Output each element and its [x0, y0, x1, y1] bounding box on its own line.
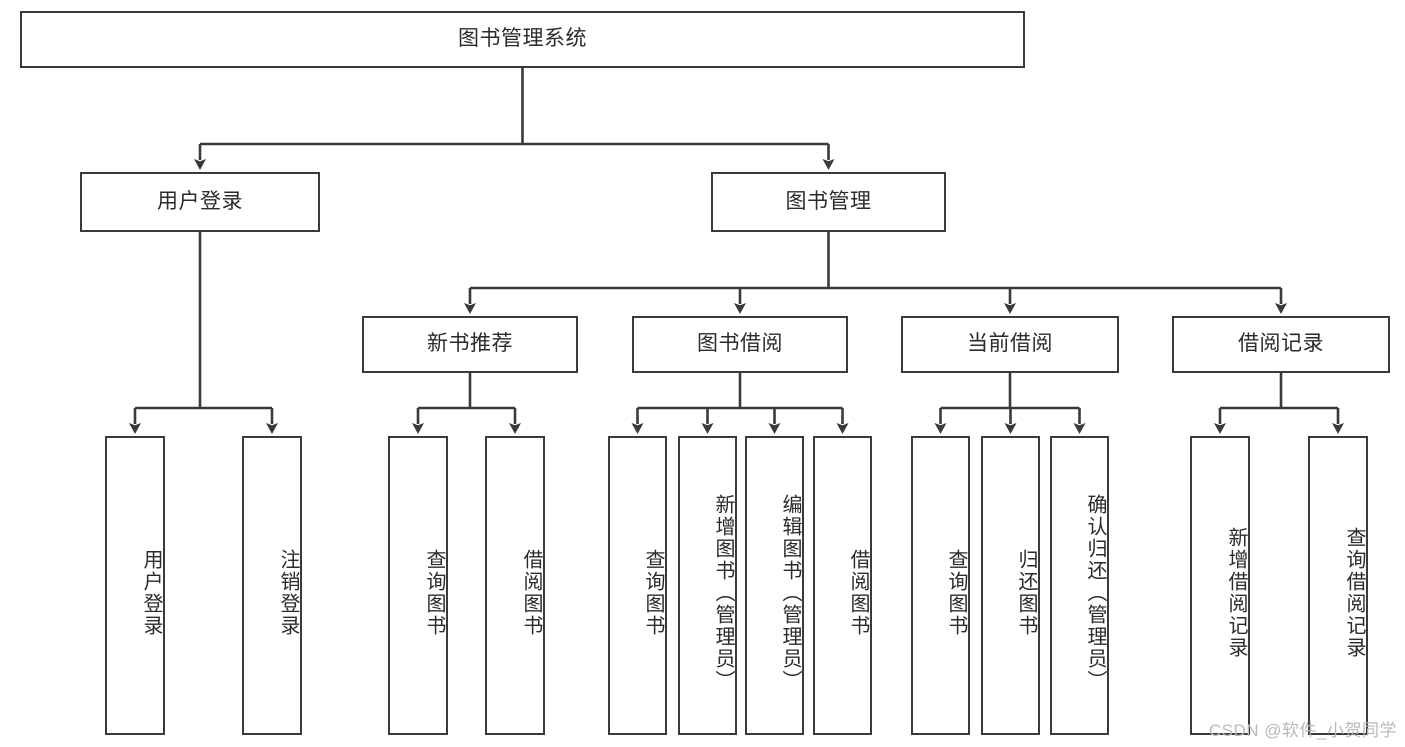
leaf-borrow-book-1[interactable]: 借阅图书	[485, 436, 545, 735]
node-label: 归还图书	[1015, 548, 1037, 637]
node-label: 新书推荐	[427, 332, 513, 356]
leaf-borrow-book-2[interactable]: 借阅图书	[813, 436, 872, 735]
leaf-query-book-1[interactable]: 查询图书	[388, 436, 448, 735]
node-user-login[interactable]: 用户登录	[80, 172, 320, 232]
node-current-borrow[interactable]: 当前借阅	[901, 316, 1119, 373]
leaf-add-record[interactable]: 新增借阅记录	[1190, 436, 1250, 735]
node-label: 图书管理系统	[458, 27, 587, 51]
leaf-query-book-3[interactable]: 查询图书	[911, 436, 970, 735]
node-label: 借阅图书	[520, 548, 542, 637]
leaf-user-logout[interactable]: 注销登录	[242, 436, 302, 735]
node-label: 新增图书（管理员）	[712, 493, 734, 692]
node-new-book-rec[interactable]: 新书推荐	[362, 316, 578, 373]
node-label: 用户登录	[140, 548, 162, 637]
leaf-user-login[interactable]: 用户登录	[105, 436, 165, 735]
node-label: 查询图书	[945, 548, 967, 637]
leaf-query-record[interactable]: 查询借阅记录	[1308, 436, 1368, 735]
node-label: 查询图书	[642, 548, 664, 637]
leaf-confirm-return[interactable]: 确认归还（管理员）	[1050, 436, 1109, 735]
node-label: 借阅记录	[1238, 332, 1324, 356]
node-label: 确认归还（管理员）	[1084, 493, 1106, 692]
node-label: 借阅图书	[847, 548, 869, 637]
node-label: 当前借阅	[967, 332, 1053, 356]
node-label: 用户登录	[157, 189, 243, 213]
node-label: 新增借阅记录	[1225, 526, 1247, 659]
node-root[interactable]: 图书管理系统	[20, 11, 1025, 68]
node-label: 编辑图书（管理员）	[779, 493, 801, 692]
csdn-watermark: CSDN @软件_小贺同学	[1208, 721, 1397, 740]
leaf-add-book[interactable]: 新增图书（管理员）	[678, 436, 737, 735]
node-borrow-record[interactable]: 借阅记录	[1172, 316, 1390, 373]
leaf-edit-book[interactable]: 编辑图书（管理员）	[745, 436, 804, 735]
node-label: 图书管理	[785, 189, 872, 213]
node-book-borrow[interactable]: 图书借阅	[632, 316, 848, 373]
node-label: 查询借阅记录	[1343, 526, 1365, 659]
leaf-query-book-2[interactable]: 查询图书	[608, 436, 667, 735]
leaf-return-book[interactable]: 归还图书	[981, 436, 1040, 735]
node-label: 注销登录	[277, 548, 299, 637]
node-book-manage[interactable]: 图书管理	[711, 172, 946, 232]
node-label: 查询图书	[423, 548, 445, 637]
node-label: 图书借阅	[697, 332, 783, 356]
